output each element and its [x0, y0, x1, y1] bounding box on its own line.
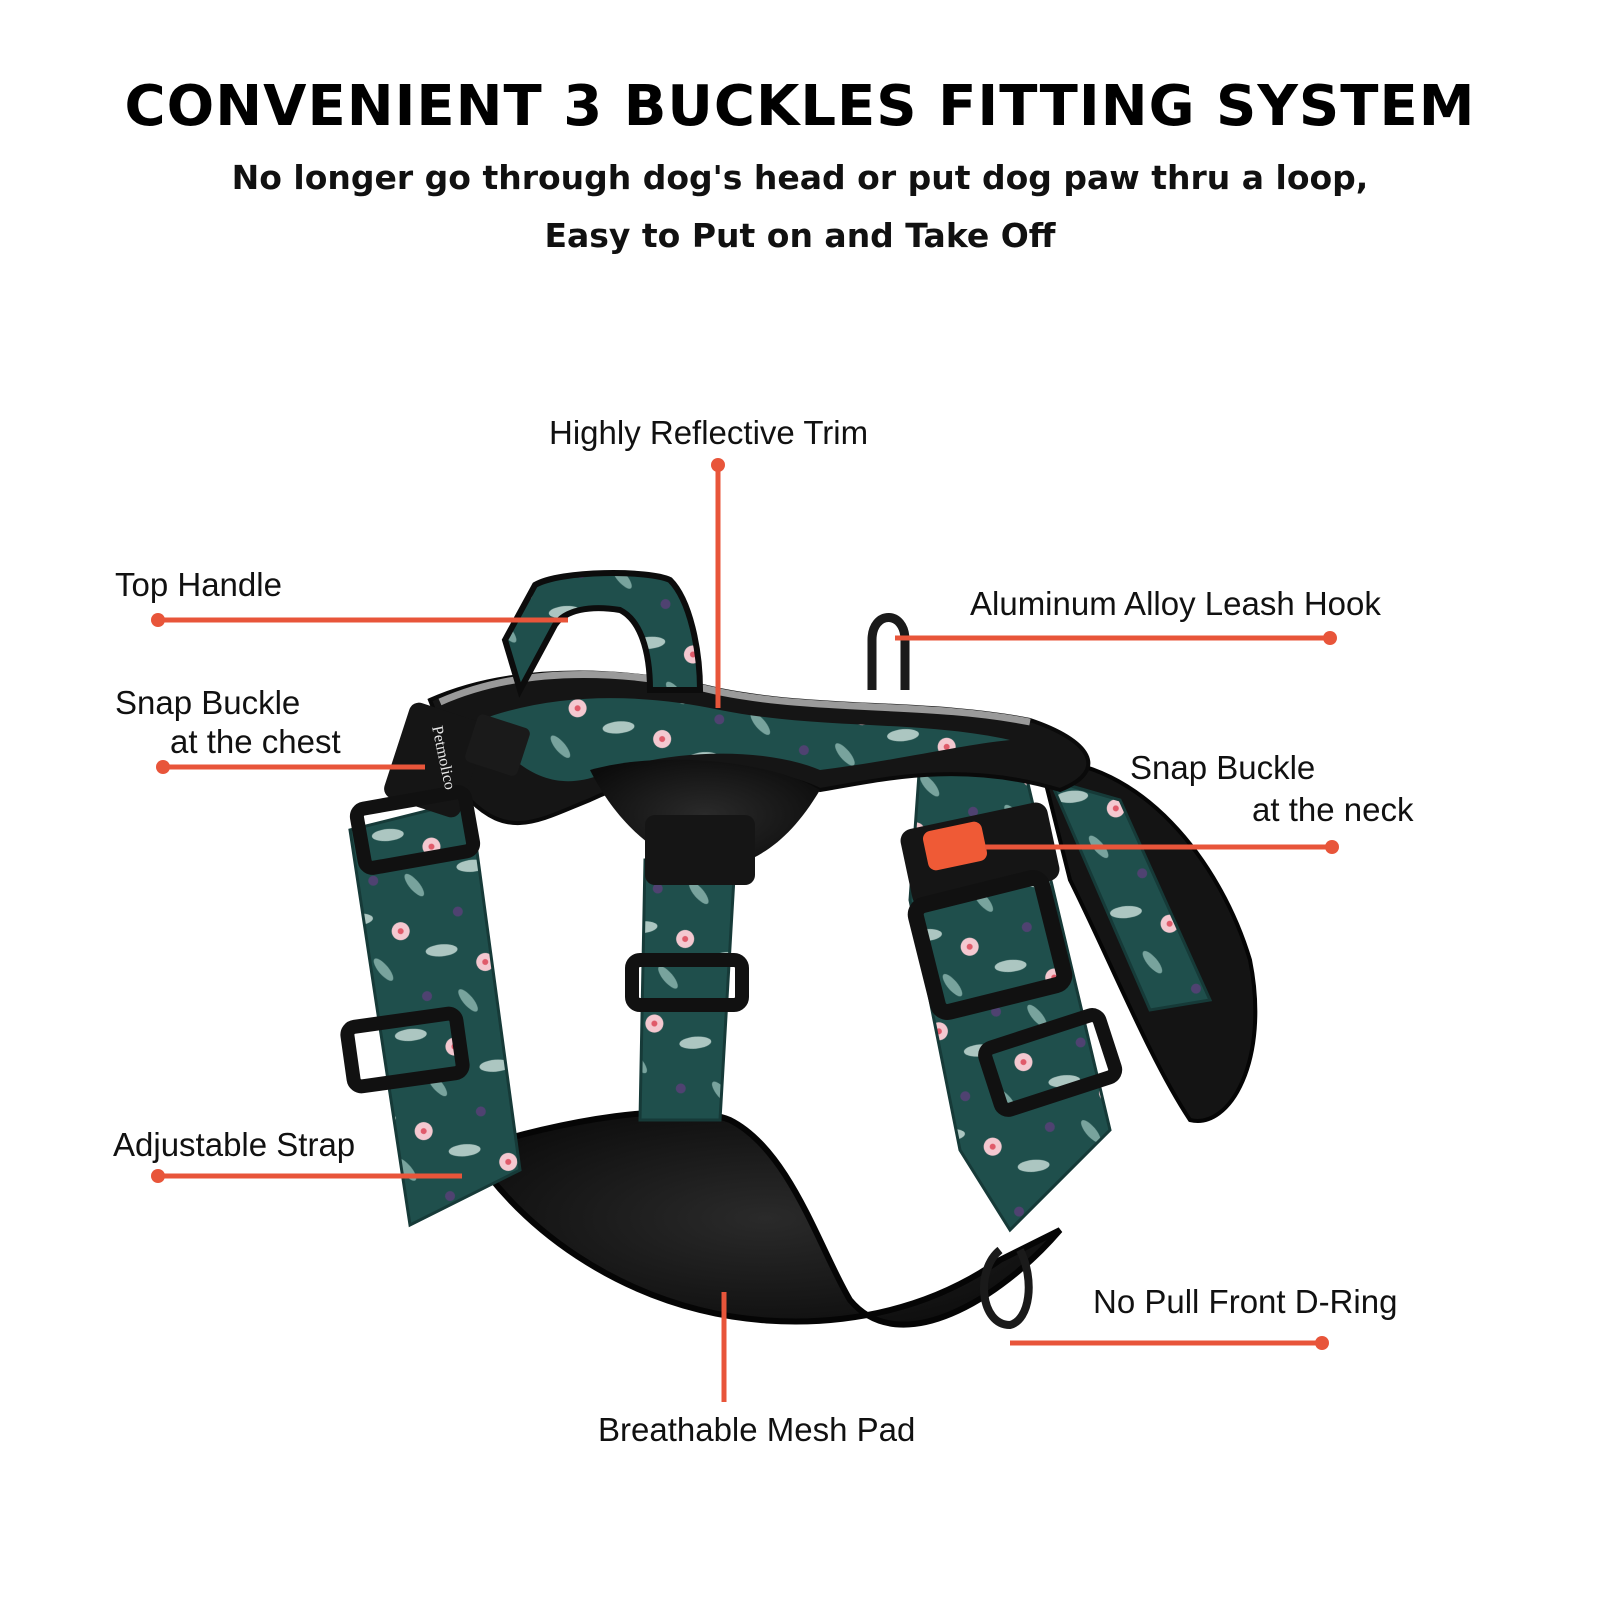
leash-hook-shape	[867, 613, 910, 690]
neck-buckle	[900, 802, 1073, 1020]
label-leash-hook: Aluminum Alloy Leash Hook	[970, 585, 1381, 622]
chest-buckle	[349, 702, 530, 875]
page-title: CONVENIENT 3 BUCKLES FITTING SYSTEM	[124, 74, 1476, 139]
center-slider	[625, 953, 749, 1012]
label-front-d-ring: No Pull Front D-Ring	[1093, 1283, 1398, 1320]
subtitle-line-2: Easy to Put on and Take Off	[544, 216, 1056, 255]
back-panel-inner-shape	[480, 698, 1010, 782]
center-strap-shape	[638, 858, 737, 1122]
label-chest-buckle-line2: at the chest	[170, 723, 341, 760]
label-neck-buckle-line2: at the neck	[1252, 791, 1414, 828]
left-slider	[340, 1006, 470, 1094]
label-reflective-trim: Highly Reflective Trim	[549, 414, 869, 451]
label-mesh-pad: Breathable Mesh Pad	[598, 1411, 916, 1448]
center-buckle	[645, 815, 755, 885]
subtitle-line-1: No longer go through dog's head or put d…	[231, 158, 1369, 197]
label-top-handle: Top Handle	[115, 566, 282, 603]
right-slider	[978, 1008, 1123, 1117]
label-chest-buckle-line1: Snap Buckle	[115, 684, 301, 721]
label-neck-buckle-line1: Snap Buckle	[1130, 749, 1316, 786]
callout-lines	[151, 458, 1339, 1402]
front-d-ring-shape	[980, 1246, 1033, 1330]
right-outer-strap-shape	[1047, 777, 1213, 1012]
label-adjustable-strap: Adjustable Strap	[113, 1126, 356, 1163]
top-handle-shape	[501, 570, 704, 698]
